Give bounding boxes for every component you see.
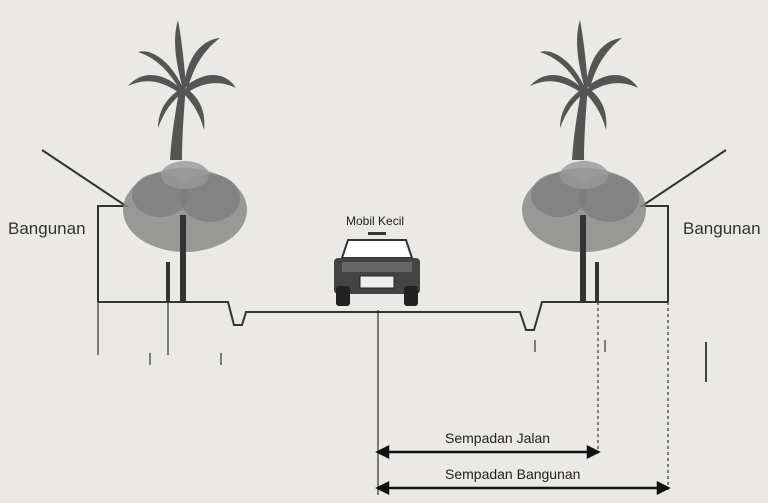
deciduous-tree-left-icon (123, 161, 247, 302)
building-left-label: Bangunan (8, 219, 86, 238)
reference-lines (97, 302, 707, 495)
palm-tree-left-icon (128, 20, 236, 160)
car-label: Mobil Kecil (346, 214, 405, 228)
building-left-outline (41, 149, 130, 302)
building-setback-arrow (375, 480, 671, 496)
ground-profile (98, 301, 668, 331)
building-setback-label: Sempadan Bangunan (445, 466, 581, 482)
deciduous-tree-right-icon (522, 161, 646, 302)
road-setback-label: Sempadan Jalan (445, 430, 551, 446)
palm-tree-right-icon (530, 20, 638, 160)
road-setback-arrow (375, 444, 601, 460)
building-right-outline (638, 149, 727, 302)
car-front-icon (334, 232, 420, 306)
building-right-label: Bangunan (683, 219, 761, 238)
